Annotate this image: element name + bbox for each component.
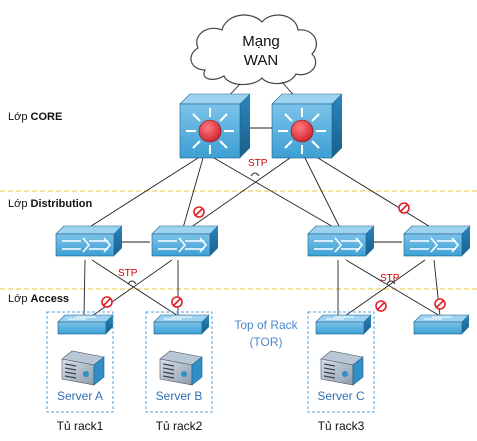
link-core2-dist3 (304, 157, 341, 229)
distribution-switch-2 (151, 225, 219, 257)
blocked-port-core2-dist2 (193, 206, 205, 218)
stp-hop-dist-left (127, 280, 137, 285)
layer-access-prefix: Lớp (8, 293, 31, 305)
link-core1-dist2 (182, 157, 204, 229)
core-switch-1 (179, 93, 251, 159)
link-core1-dist1 (87, 157, 199, 229)
layer-core-prefix: Lớp (8, 111, 31, 123)
stp-hop-dist-right (386, 280, 396, 285)
cloud-label-line2: WAN (243, 52, 279, 69)
server-label-c: Server C (317, 389, 365, 403)
server-label-b: Server B (155, 389, 203, 403)
layer-core-name: CORE (30, 111, 63, 123)
server-c-icon (320, 350, 364, 386)
blocked-port-dist4-acc4 (434, 298, 446, 310)
link-dist1-acc1 (83, 259, 86, 317)
layer-label-access: Lớp Access (8, 293, 69, 305)
rack-box-2 (145, 311, 213, 413)
cloud-label-line1: Mạng (242, 33, 280, 50)
core-switch-2 (271, 93, 343, 159)
tor-label-line1: Top of Rack (234, 318, 298, 332)
distribution-switch-4 (403, 225, 471, 257)
layer-distribution-prefix: Lớp (8, 198, 31, 210)
tor-label-line2: (TOR) (249, 335, 283, 349)
rack-label-3: Tủ rack3 (317, 419, 365, 433)
link-dist1-acc2 (91, 259, 179, 317)
rack-box-1 (46, 311, 114, 413)
stp-hop-core (250, 172, 260, 177)
link-core1-dist3 (213, 157, 336, 229)
access-switch-1 (57, 314, 114, 335)
link-core2-dist4 (317, 157, 433, 229)
distribution-switch-1 (55, 225, 123, 257)
layer-distribution-name: Distribution (30, 198, 93, 210)
rack-box-3 (307, 311, 375, 413)
wan-cloud (190, 14, 317, 86)
link-dist4-acc3 (344, 259, 426, 317)
blocked-port-dist2-acc (171, 296, 183, 308)
link-core2-dist2 (189, 157, 291, 229)
server-a-icon (61, 350, 105, 386)
server-b-icon (159, 350, 203, 386)
stp-label-core: STP (248, 158, 268, 169)
layer-label-core: Lớp CORE (8, 111, 62, 123)
rack-label-1: Tủ rack1 (56, 419, 104, 433)
server-label-a: Server A (56, 389, 104, 403)
rack-label-2: Tủ rack2 (155, 419, 203, 433)
stp-label-dist-left: STP (118, 268, 138, 279)
layer-access-name: Access (30, 293, 70, 305)
layer-label-distribution: Lớp Distribution (8, 198, 92, 210)
access-switch-3 (315, 314, 372, 335)
access-switch-4 (413, 314, 470, 335)
blocked-port-core2-dist4 (398, 202, 410, 214)
access-switch-2 (153, 314, 210, 335)
blocked-port-dist4-acc3 (375, 300, 387, 312)
stp-label-dist-right: STP (380, 273, 400, 284)
blocked-port-dist1-acc (101, 296, 113, 308)
link-dist3-acc4 (345, 259, 441, 317)
distribution-switch-3 (307, 225, 375, 257)
